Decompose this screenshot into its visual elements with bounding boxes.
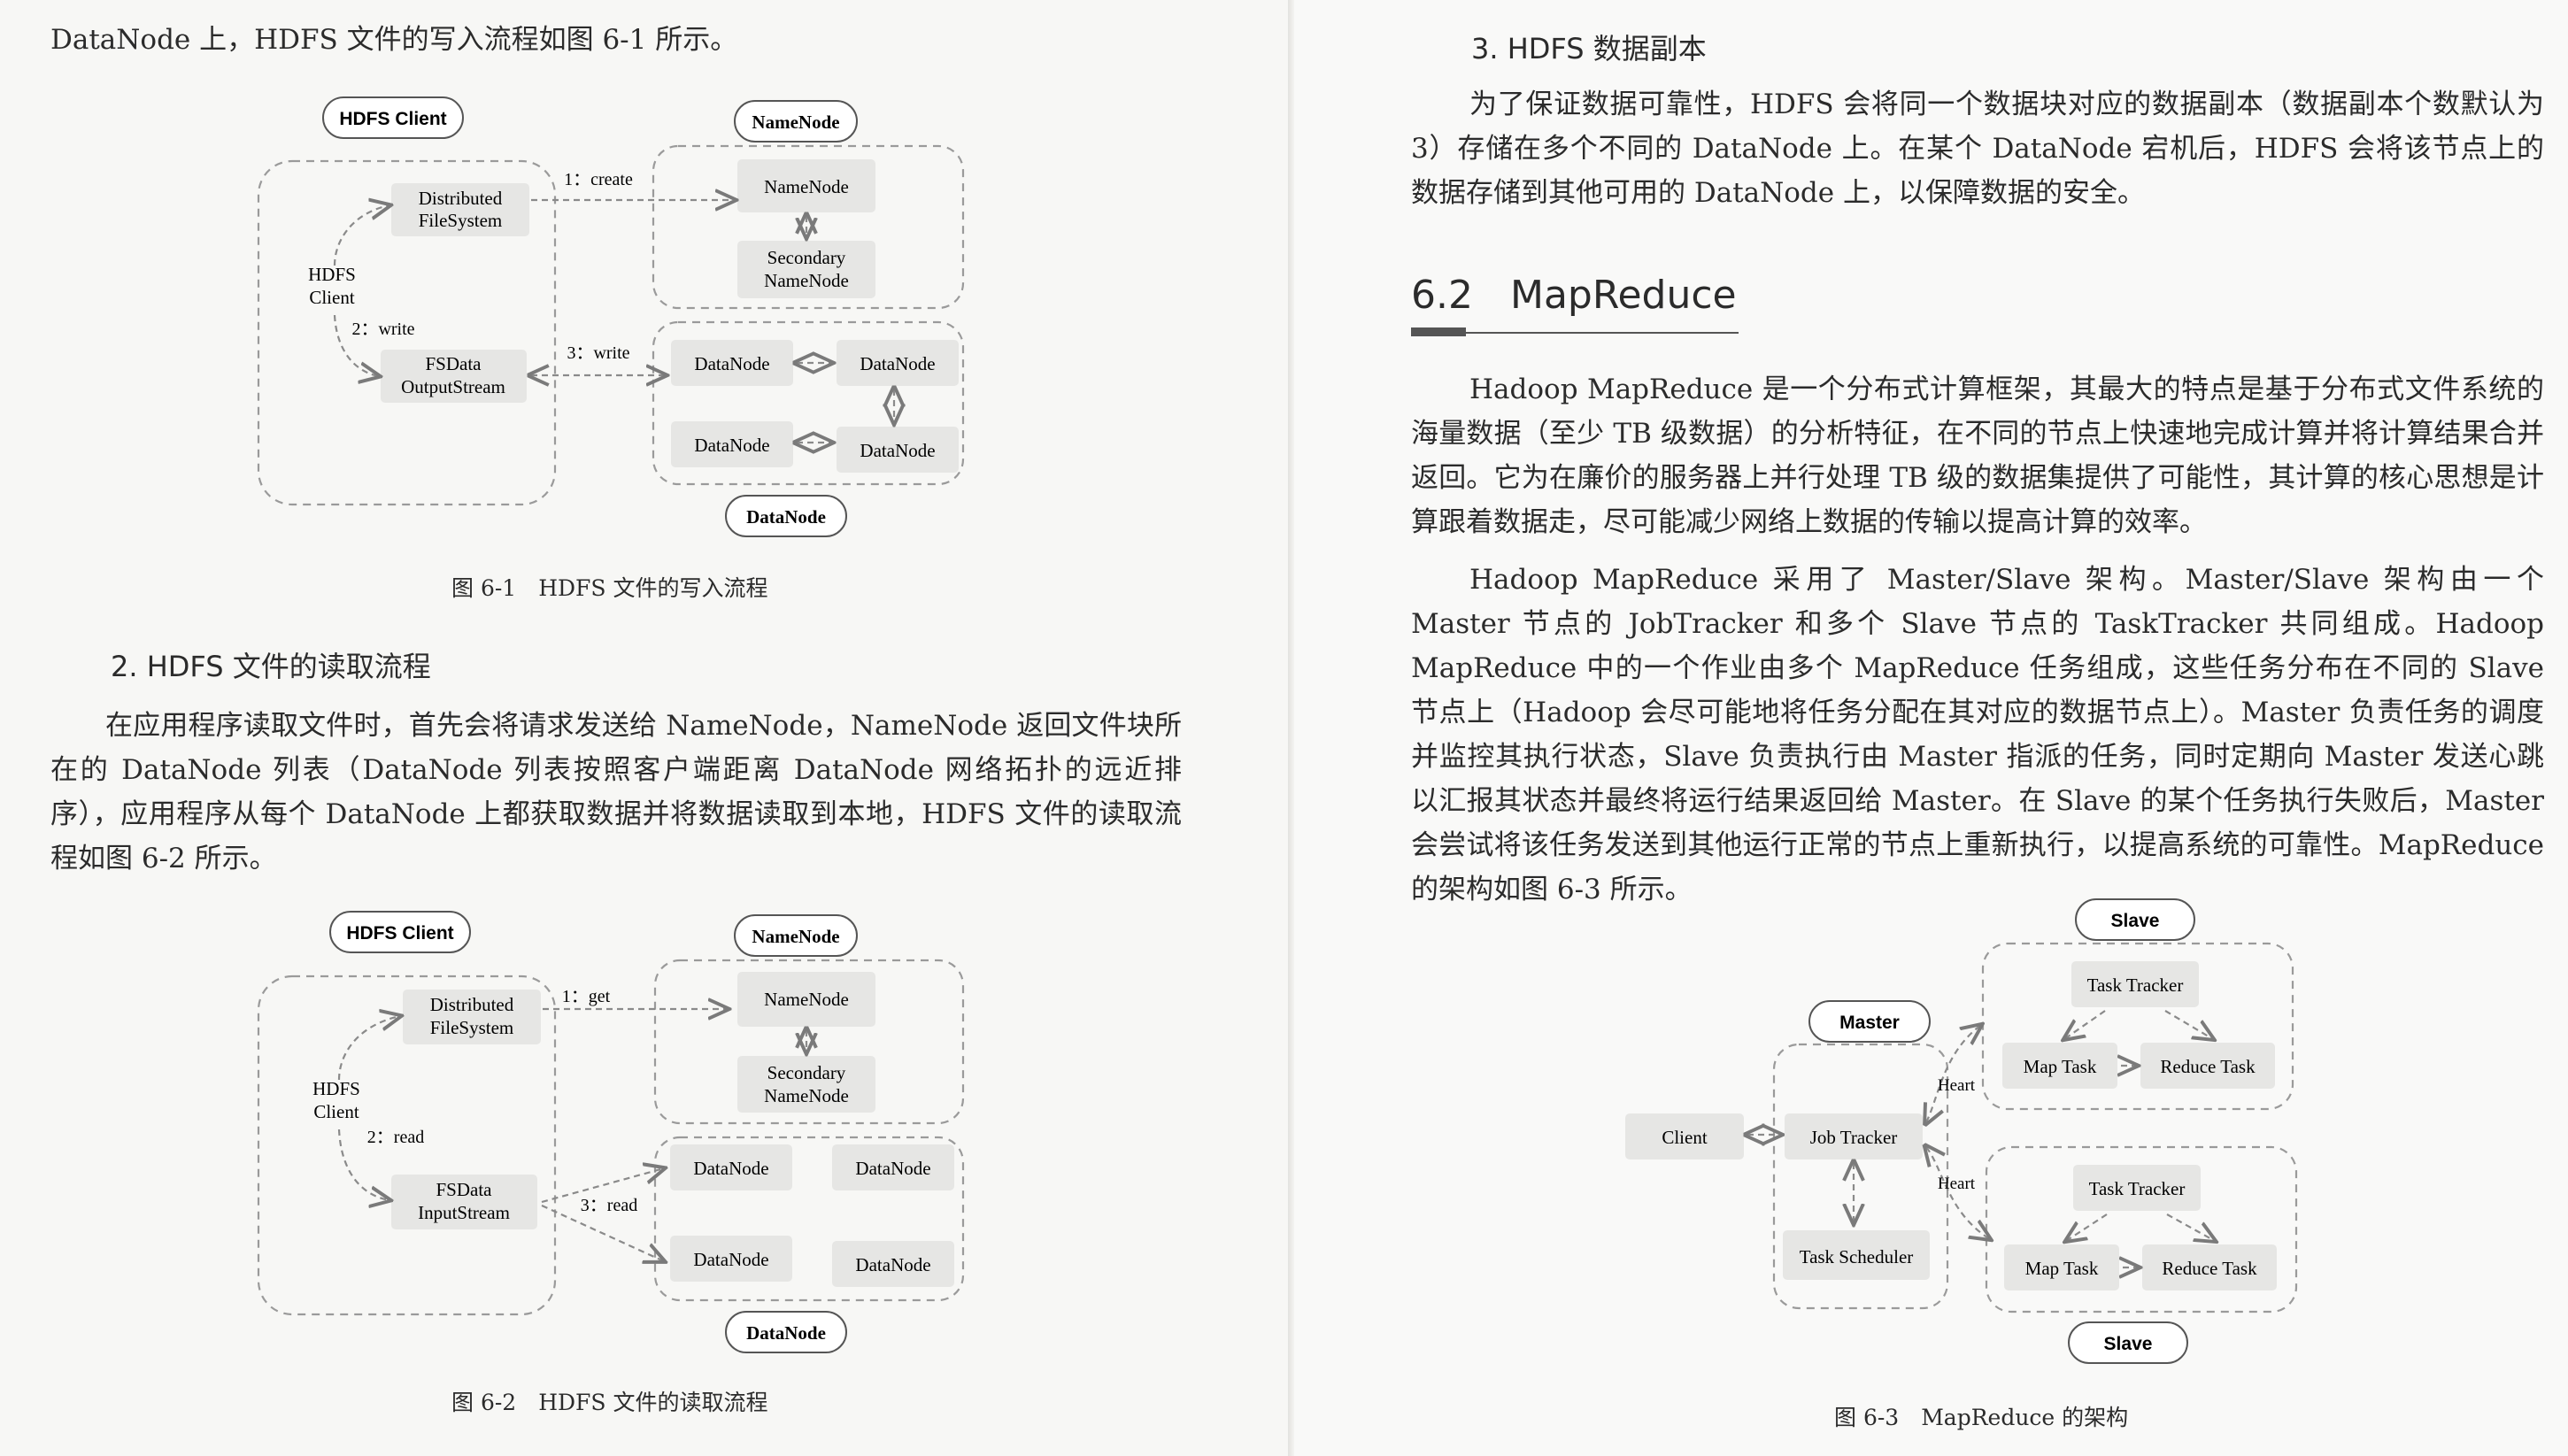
secondary-line1-2: Secondary [767, 1062, 846, 1083]
map-task-bottom: Map Task [2025, 1258, 2099, 1279]
client-line1: HDFS [308, 264, 356, 285]
datanode-3: DataNode [694, 435, 769, 456]
figure-6-3-mapreduce-architecture: Slave Master Slave Client Job Tracker Ta… [1625, 898, 2298, 1364]
map-task-top: Map Task [2024, 1056, 2097, 1077]
figure-6-2-caption: 图 6-2 HDFS 文件的读取流程 [451, 1390, 768, 1415]
stream-line2: OutputStream [401, 376, 505, 397]
datanode-pill-2: DataNode [746, 1322, 826, 1344]
job-tracker-node: Job Tracker [1810, 1127, 1898, 1148]
client-group [257, 159, 557, 506]
dfs-line1: Distributed [419, 188, 503, 209]
figure-6-1-caption: 图 6-1 HDFS 文件的写入流程 [451, 575, 768, 601]
task-tracker-bottom: Task Tracker [2089, 1178, 2186, 1199]
namenode-pill: NameNode [752, 112, 839, 133]
intro-line: DataNode 上，HDFS 文件的写入流程如图 6-1 所示。 [50, 24, 738, 56]
client-line1-2: HDFS [312, 1078, 360, 1099]
hdfs-client-pill-2: HDFS Client [346, 923, 453, 944]
datanode-group [652, 320, 965, 486]
stream-line1: FSData [426, 353, 482, 374]
namenode-pill-2: NameNode [752, 926, 839, 947]
figure-6-3-caption: 图 6-3 MapReduce 的架构 [1834, 1405, 2129, 1430]
secondary-line2: NameNode [764, 270, 849, 291]
slave-pill-bottom: Slave [2104, 1334, 2153, 1354]
heart-label-bottom: Heart [1938, 1175, 1976, 1193]
datanode-2: DataNode [860, 353, 935, 374]
dfs-line2: FileSystem [419, 210, 503, 231]
dfs-line1-2: Distributed [430, 994, 514, 1015]
secondary-line1: Secondary [767, 247, 846, 268]
chapter-heading: 6.2 MapReduce [1411, 273, 1739, 336]
secondary-line2-2: NameNode [764, 1085, 849, 1106]
client-node: Client [1662, 1127, 1707, 1148]
client-line2-2: Client [313, 1101, 359, 1122]
heart-label-top: Heart [1938, 1076, 1976, 1095]
datanode-4-2: DataNode [855, 1254, 930, 1275]
figure-6-1-hdfs-write-flow: HDFS Client NameNode DataNode Distribute… [257, 96, 965, 537]
hdfs-client-pill: HDFS Client [339, 109, 446, 129]
namenode-box: NameNode [764, 176, 849, 197]
task-tracker-top: Task Tracker [2087, 975, 2184, 996]
namenode-box-2: NameNode [764, 989, 849, 1010]
mapreduce-paragraph-2: Hadoop MapReduce 采用了 Master/Slave 架构。Mas… [1411, 564, 2544, 905]
left-page: DataNode 上，HDFS 文件的写入流程如图 6-1 所示。 HDFS C… [50, 24, 1182, 1415]
reduce-task-bottom: Reduce Task [2162, 1258, 2257, 1279]
section-2-paragraph: 在应用程序读取文件时，首先会将请求发送给 NameNode，NameNode 返… [50, 710, 1182, 874]
chapter-number: 6.2 [1411, 273, 1473, 318]
stream-line1-2: FSData [436, 1179, 493, 1200]
datanode-1: DataNode [694, 353, 769, 374]
step2-label-2: 2：read [367, 1128, 424, 1147]
step3-label: 3：write [567, 343, 629, 363]
datanode-pill: DataNode [746, 506, 826, 528]
section-3-paragraph: 为了保证数据可靠性，HDFS 会将同一个数据块对应的数据副本（数据副本个数默认为… [1411, 89, 2544, 209]
slave-pill-top: Slave [2111, 911, 2160, 931]
right-page: 3. HDFS 数据副本 为了保证数据可靠性，HDFS 会将同一个数据块对应的数… [1294, 0, 2568, 1456]
chapter-rule-thin [1466, 332, 1739, 334]
figure-6-2-hdfs-read-flow: HDFS Client NameNode DataNode Distribute… [257, 911, 965, 1353]
datanode-3-2: DataNode [693, 1249, 768, 1270]
mapreduce-paragraph-1: Hadoop MapReduce 是一个分布式计算框架，其最大的特点是基于分布式… [1411, 374, 2544, 538]
chapter-title: MapReduce [1510, 273, 1737, 318]
master-pill: Master [1839, 1013, 1900, 1033]
book-spine [1288, 0, 1294, 1456]
stream-line2-2: InputStream [418, 1202, 510, 1223]
dfs-line2-2: FileSystem [430, 1017, 514, 1038]
task-scheduler-node: Task Scheduler [1800, 1246, 1914, 1267]
client-line2: Client [309, 287, 354, 308]
datanode-4: DataNode [860, 440, 935, 461]
datanode-1-2: DataNode [693, 1158, 768, 1179]
step1-label-2: 1：get [562, 987, 611, 1006]
namenode-group [652, 144, 965, 310]
step3-label-2: 3：read [581, 1196, 637, 1215]
step1-label: 1：create [564, 170, 633, 189]
section-3-heading: 3. HDFS 数据副本 [1471, 32, 1707, 65]
reduce-task-top: Reduce Task [2160, 1056, 2256, 1077]
chapter-rule-thick [1411, 327, 1466, 336]
step2-label: 2：write [351, 320, 414, 339]
section-2-heading: 2. HDFS 文件的读取流程 [111, 650, 431, 683]
datanode-2-2: DataNode [855, 1158, 930, 1179]
